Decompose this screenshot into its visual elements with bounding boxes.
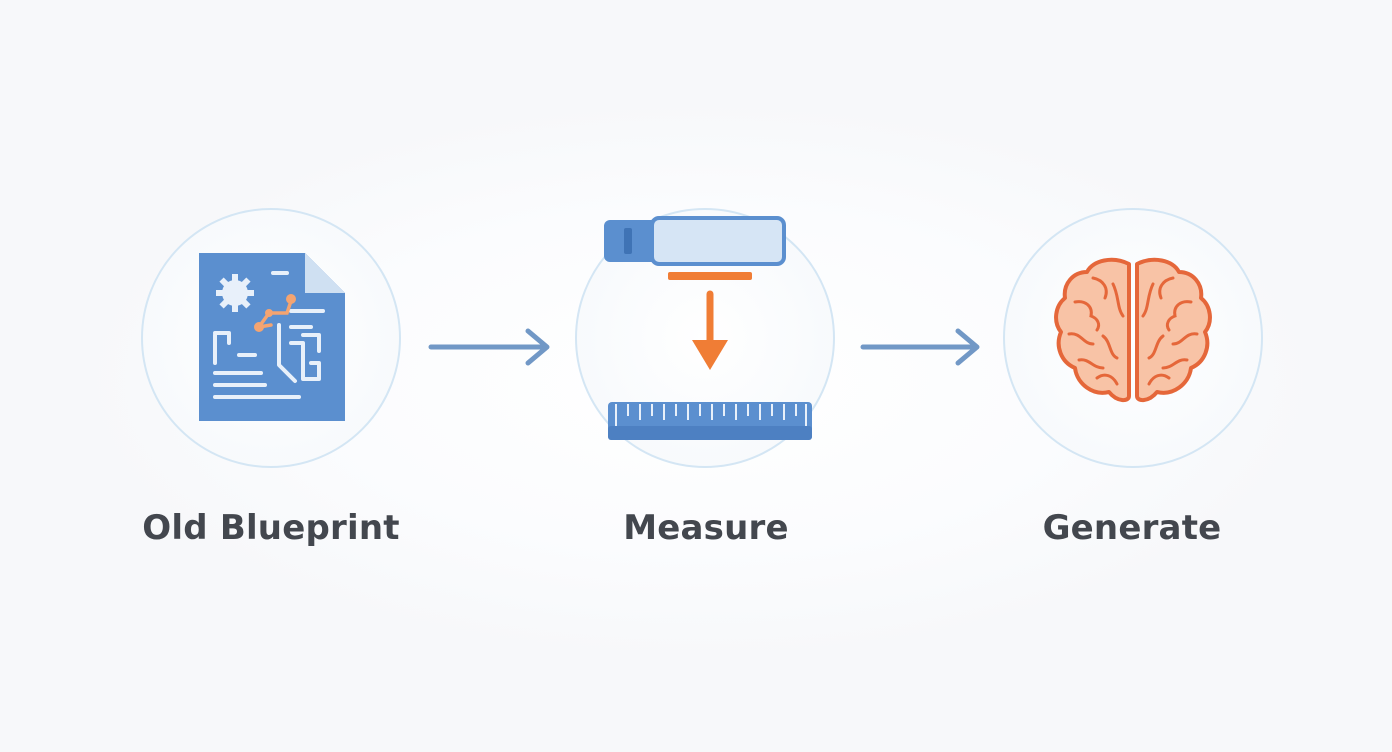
blueprint-document-icon	[199, 253, 345, 421]
step-label: Generate	[1042, 508, 1222, 548]
step-old-blueprint: Old Blueprint	[121, 0, 421, 752]
step-label: Measure	[623, 508, 789, 548]
step-circle	[1003, 208, 1263, 468]
ruler-measure-icon	[604, 216, 812, 440]
step-measure: Measure	[556, 0, 856, 752]
step-label: Old Blueprint	[142, 508, 400, 548]
arrow-right-icon	[860, 328, 980, 366]
step-generate: Generate	[982, 0, 1282, 752]
brain-icon	[1054, 257, 1212, 403]
arrow-right-icon	[428, 328, 550, 366]
